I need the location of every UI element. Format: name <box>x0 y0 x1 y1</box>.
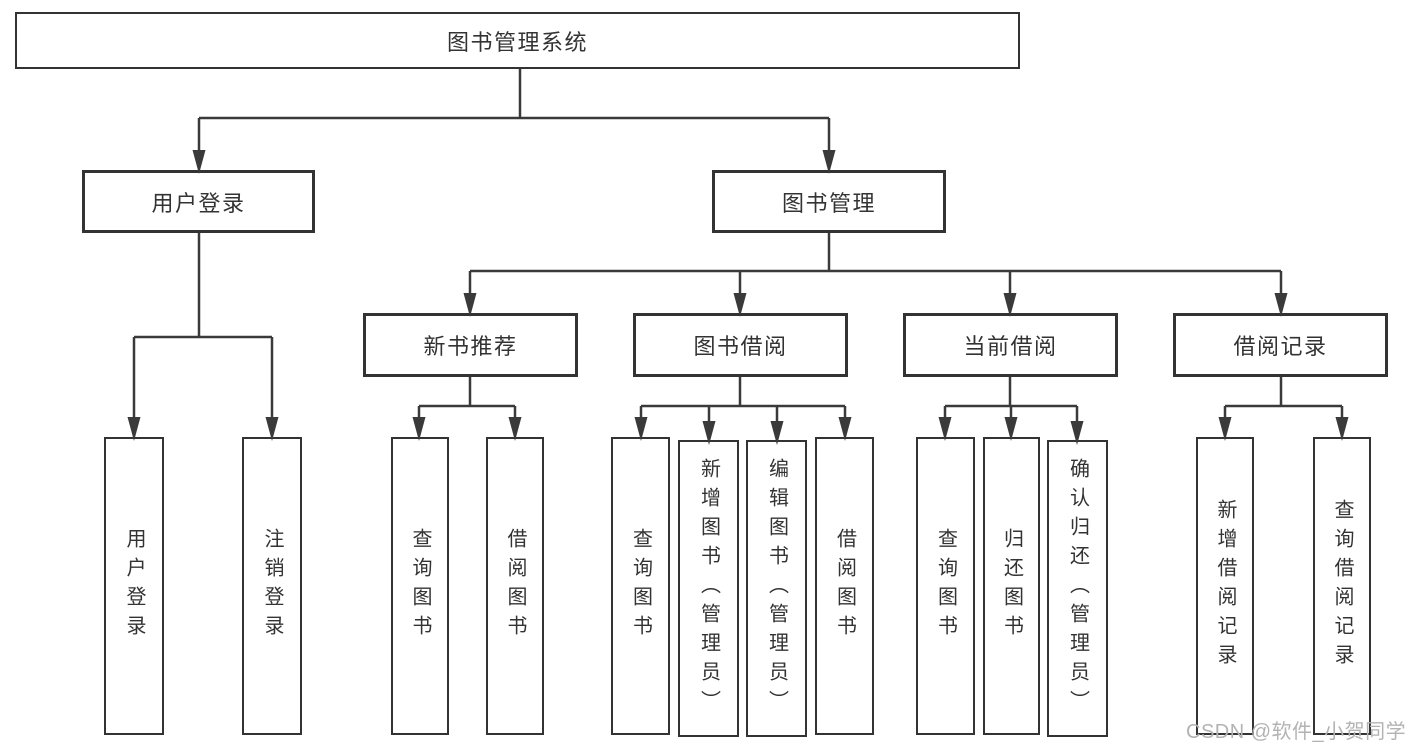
leaf-cb-query-books: 查询图书 <box>916 437 975 735</box>
leaf-br-query-record: 查询借阅记录 <box>1313 437 1371 735</box>
node-book-management: 图书管理 <box>712 170 946 233</box>
leaf-br-add-record: 新增借阅记录 <box>1196 437 1254 735</box>
leaf-bb-borrow-books: 借阅图书 <box>815 437 874 735</box>
leaf-bb-add-books-label: 新增图书（管理员） <box>697 458 720 719</box>
leaf-cb-return-books: 归还图书 <box>983 437 1040 735</box>
leaf-user-login: 用户登录 <box>104 437 164 735</box>
node-root: 图书管理系统 <box>15 12 1020 69</box>
leaf-br-query-record-label: 查询借阅记录 <box>1331 499 1353 673</box>
node-current-borrowing: 当前借阅 <box>903 313 1118 377</box>
node-book-borrowing: 图书借阅 <box>633 313 848 377</box>
leaf-cb-confirm-return-label: 确认归还（管理员） <box>1066 458 1089 719</box>
leaf-bb-borrow-books-label: 借阅图书 <box>833 528 856 644</box>
node-borrowing-records-label: 借阅记录 <box>1233 334 1328 359</box>
leaf-cb-return-books-label: 归还图书 <box>1000 528 1023 644</box>
leaf-bb-edit-books: 编辑图书（管理员） <box>746 440 807 737</box>
leaf-logout: 注销登录 <box>242 437 302 735</box>
leaf-user-login-label: 用户登录 <box>123 528 145 644</box>
node-borrowing-records: 借阅记录 <box>1173 313 1388 377</box>
leaf-nbr-query-books: 查询图书 <box>391 437 449 735</box>
leaf-bb-query-books: 查询图书 <box>611 437 670 735</box>
leaf-cb-query-books-label: 查询图书 <box>934 528 957 644</box>
leaf-bb-edit-books-label: 编辑图书（管理员） <box>765 458 788 719</box>
csdn-watermark: CSDN @软件_小贺同学 <box>1186 721 1405 743</box>
node-user-login: 用户登录 <box>82 170 315 233</box>
leaf-cb-confirm-return: 确认归还（管理员） <box>1047 440 1108 737</box>
leaf-bb-add-books: 新增图书（管理员） <box>678 440 739 737</box>
node-root-label: 图书管理系统 <box>446 29 588 55</box>
leaf-nbr-borrow-books-label: 借阅图书 <box>504 528 526 644</box>
leaf-nbr-borrow-books: 借阅图书 <box>486 437 544 735</box>
node-current-borrowing-label: 当前借阅 <box>963 334 1058 359</box>
node-new-book-recommend-label: 新书推荐 <box>423 334 518 359</box>
leaf-logout-label: 注销登录 <box>261 528 283 644</box>
leaf-bb-query-books-label: 查询图书 <box>629 528 652 644</box>
node-book-management-label: 图书管理 <box>781 190 876 216</box>
node-user-login-label: 用户登录 <box>151 190 246 216</box>
leaf-nbr-query-books-label: 查询图书 <box>409 528 431 644</box>
node-book-borrowing-label: 图书借阅 <box>693 334 788 359</box>
node-new-book-recommend: 新书推荐 <box>363 313 578 377</box>
leaf-br-add-record-label: 新增借阅记录 <box>1214 499 1236 673</box>
